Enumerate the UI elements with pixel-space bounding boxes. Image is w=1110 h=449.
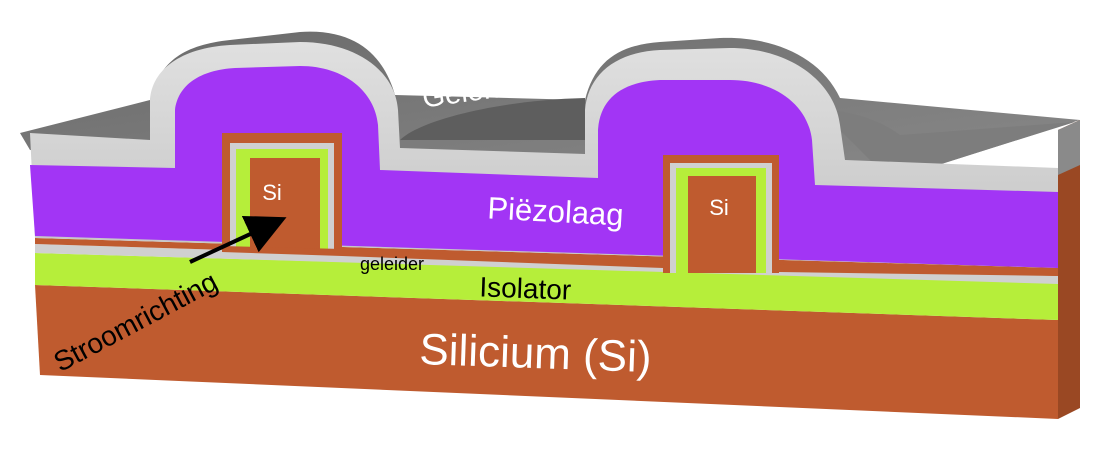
label-geleider-small: geleider xyxy=(360,254,424,274)
silicon-substrate xyxy=(35,285,1058,419)
left-fin-silicon xyxy=(250,158,320,252)
right-bottom-band xyxy=(779,264,1058,276)
label-isolator: Isolator xyxy=(479,271,572,305)
middle-bottom-band xyxy=(342,249,663,268)
label-si-right: Si xyxy=(709,195,729,220)
current-direction-arrow xyxy=(189,215,287,264)
label-si-left: Si xyxy=(262,180,282,205)
label-piezolaag: Piëzolaag xyxy=(487,190,625,232)
block-right-side xyxy=(1058,120,1080,419)
label-silicium: Silicium (Si) xyxy=(419,325,653,382)
right-fin-silicon xyxy=(688,176,756,273)
isolator-layer xyxy=(35,253,1058,320)
